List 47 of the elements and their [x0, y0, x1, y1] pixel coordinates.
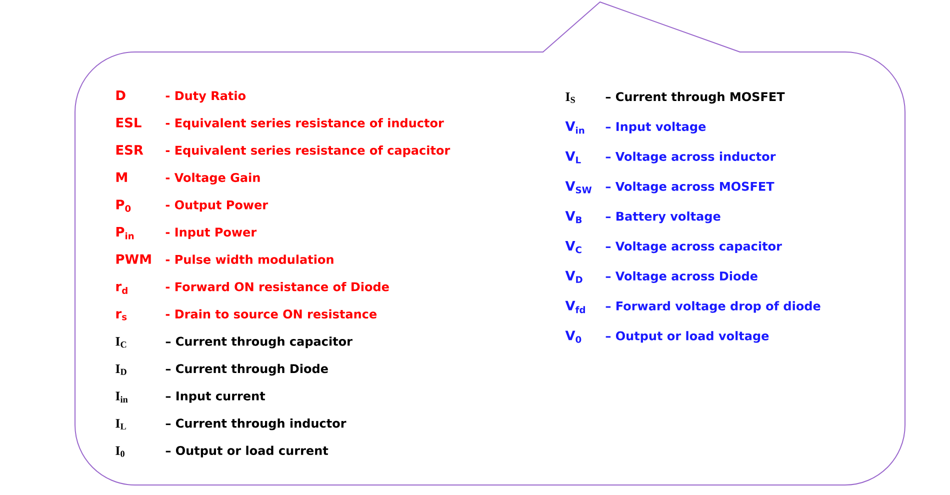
definition-text: – Input voltage [606, 122, 706, 134]
symbol: I$_{in}$ [116, 392, 128, 402]
definition-text: – Current through inductor [166, 418, 346, 430]
definition-text: – Input current [166, 392, 266, 403]
definition-text: – Current through capacitor [166, 336, 352, 348]
definition-text: – Output or load voltage [606, 331, 769, 343]
definition-text: - Drain to source ON resistance [166, 309, 377, 319]
definition-text: – Voltage across Diode [606, 271, 758, 283]
definition-text: - Input Power [166, 228, 257, 239]
symbol: V$_{0}$ [565, 330, 582, 343]
definition-text: – Output or load current [166, 446, 328, 458]
symbol: I$_{0}$ [116, 446, 124, 457]
symbol: PWM [116, 254, 151, 264]
symbol: r$_{d}$ [116, 284, 128, 294]
symbol: V$_{C}$ [565, 241, 582, 254]
definition-text: – Voltage across capacitor [606, 241, 782, 254]
symbol: I$_{L}$ [116, 419, 126, 430]
definition-text: - Forward ON resistance of Diode [166, 282, 389, 292]
definition-text: - Output Power [166, 200, 268, 212]
symbol: I$_{S}$ [566, 92, 575, 103]
definition-text: – Battery voltage [606, 211, 720, 224]
symbol: V$_{D}$ [565, 270, 582, 283]
symbol: I$_{C}$ [116, 337, 126, 348]
symbol: M [116, 172, 127, 182]
definition-text: - Equivalent series resistance of inductor [166, 118, 444, 130]
callout-bubble [74, 2, 906, 486]
symbol: P$_{0}$ [116, 200, 131, 212]
symbol: ESR [116, 144, 144, 155]
symbol: V$_{SW}$ [565, 181, 592, 194]
definition-text: – Forward voltage drop of diode [606, 301, 820, 313]
symbol: r$_{s}$ [116, 311, 127, 320]
definition-text: - Duty Ratio [166, 90, 246, 103]
symbol: D [116, 90, 126, 100]
symbol: P$_{in}$ [116, 227, 134, 240]
symbol: I$_{D}$ [116, 364, 126, 375]
definition-text: – Current through Diode [166, 364, 328, 376]
definition-text: - Equivalent series resistance of capacitor [166, 145, 450, 158]
symbol: V$_{B}$ [565, 211, 582, 224]
symbol: V$_{fd}$ [565, 300, 585, 314]
definition-text: - Voltage Gain [166, 172, 260, 184]
symbol: V$_{in}$ [565, 121, 584, 134]
symbol: V$_{L}$ [565, 151, 581, 164]
definition-text: – Current through MOSFET [606, 92, 785, 104]
definition-text: – Voltage across inductor [606, 152, 776, 164]
definition-text: - Pulse width modulation [166, 254, 334, 264]
symbol: ESL [116, 118, 142, 128]
definition-text: – Voltage across MOSFET [606, 182, 774, 194]
